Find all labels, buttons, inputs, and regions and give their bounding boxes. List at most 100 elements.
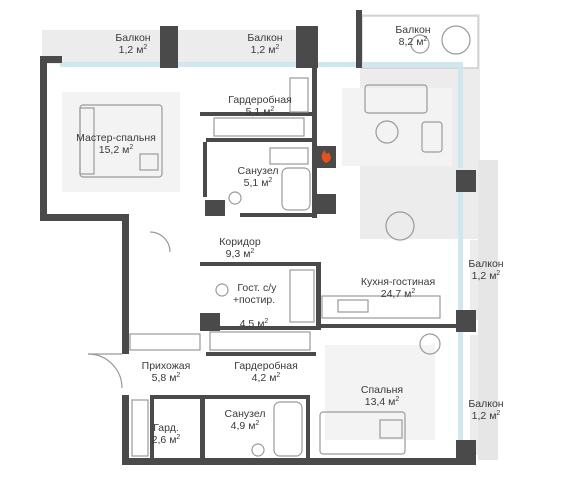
wardrobe-2-rail xyxy=(209,331,311,351)
label-balcony-4: Балкон 1,2 м2 xyxy=(468,258,503,282)
wall-outer-south xyxy=(122,458,472,465)
wall-outer-southwest xyxy=(40,214,122,221)
dining-table xyxy=(385,211,415,241)
room-name: Прихожая xyxy=(141,360,191,372)
room-area: 8,2 м2 xyxy=(398,36,428,48)
room-name: Балкон xyxy=(247,32,283,44)
room-name: Гард. xyxy=(153,422,179,434)
wall-guest-wc-right xyxy=(316,262,321,328)
room-area: 4,9 м2 xyxy=(230,420,260,432)
washbasin-2 xyxy=(251,443,265,457)
window-north-3 xyxy=(318,62,463,67)
kitchen-island xyxy=(337,299,369,313)
label-balcony-5: Балкон 1,2 м2 xyxy=(468,398,503,422)
room-area: 5,1 м2 xyxy=(243,177,273,189)
wall-bedroom-top xyxy=(320,324,458,328)
corridor-door-swing xyxy=(149,231,171,253)
window-east-3 xyxy=(458,330,463,460)
fireplace xyxy=(316,146,336,168)
label-bathroom-2: Санузел 4,9 м2 xyxy=(225,408,266,432)
wardrobe-1-shelf xyxy=(289,77,309,113)
wall-wardrobe-1-top xyxy=(200,112,312,116)
guest-wc-toilet xyxy=(215,283,229,297)
bedroom-nightstand xyxy=(379,419,403,439)
room-area: 5,1 м2 xyxy=(245,106,275,118)
guest-wc-shower xyxy=(289,269,315,323)
room-name: Гардеробная xyxy=(228,94,292,106)
window-east-2 xyxy=(458,190,463,310)
room-area: 4,5 м2 xyxy=(239,318,269,330)
label-wardrobe-small: Гард. 2,6 м2 xyxy=(152,422,181,446)
room-area: 9,3 м2 xyxy=(225,248,255,260)
room-area: 24,7 м2 xyxy=(380,288,416,300)
room-area: 2,6 м2 xyxy=(151,434,181,446)
room-name: Мастер-спальня xyxy=(76,132,156,144)
wall-guest-wc-bottom xyxy=(200,326,321,330)
label-balcony-2: Балкон 1,2 м2 xyxy=(247,32,282,56)
column-1 xyxy=(205,200,225,216)
wall-bath-2-left xyxy=(200,398,205,460)
wall-outer-west-low xyxy=(122,395,129,465)
bedroom-bed xyxy=(319,411,406,455)
coffee-table xyxy=(375,120,399,144)
wall-pier-2 xyxy=(296,26,318,68)
wall-guest-wc-top xyxy=(200,262,318,266)
hallway-cabinet xyxy=(129,333,201,351)
window-north-1 xyxy=(60,62,160,67)
rug-master xyxy=(62,92,180,192)
column-2 xyxy=(316,194,336,214)
wall-small-wardrobe xyxy=(150,395,154,460)
window-east-1 xyxy=(458,68,463,168)
wall-bath-1-bottom xyxy=(240,213,316,217)
window-north-2 xyxy=(178,62,296,67)
label-guest-wc: Гост. с/у +постир. 4,5 м2 xyxy=(232,270,277,342)
balcony-3-outside xyxy=(361,15,479,69)
label-hallway: Прихожая 5,8 м2 xyxy=(142,360,191,384)
label-balcony-1: Балкон 1,2 м2 xyxy=(115,32,150,56)
room-name: Гост. с/у +постир. xyxy=(232,282,277,306)
room-area: 5,8 м2 xyxy=(151,372,181,384)
kitchen-counter xyxy=(321,295,441,319)
bedroom-lamp xyxy=(419,333,441,355)
label-bathroom-1: Санузел 5,1 м2 xyxy=(238,165,279,189)
balcony-table xyxy=(441,25,471,55)
armchair xyxy=(421,121,443,153)
windows xyxy=(60,62,463,460)
room-area: 1,2 м2 xyxy=(250,44,280,56)
balcony-chair xyxy=(410,34,430,54)
balcony-2-floor xyxy=(178,30,300,64)
wall-outer-west-top xyxy=(40,56,47,221)
room-name: Санузел xyxy=(224,408,266,420)
wall-outer-west-mid xyxy=(122,214,129,354)
wall-east-pier-3 xyxy=(456,440,476,465)
entry-door-swing xyxy=(87,353,123,389)
room-name: Гардеробная xyxy=(234,360,298,372)
wall-wardrobe-1-bottom xyxy=(206,138,312,142)
room-name: Балкон xyxy=(115,32,151,44)
room-area: 1,2 м2 xyxy=(471,270,501,282)
wall-bath-2-right xyxy=(306,395,310,460)
room-name: Коридор xyxy=(219,236,261,248)
master-nightstand xyxy=(139,153,159,171)
wall-outer-north-left xyxy=(40,56,62,63)
sofa xyxy=(364,84,428,114)
washbasin-1 xyxy=(228,191,242,205)
room-area: 1,2 м2 xyxy=(471,410,501,422)
wardrobe-1-rail xyxy=(213,117,305,137)
room-area: 13,4 м2 xyxy=(364,396,400,408)
label-balcony-3: Балкон 8,2 м2 xyxy=(395,24,430,48)
bathtub-2 xyxy=(273,401,303,457)
wall-wardrobe-2-bottom xyxy=(206,352,316,356)
wall-bath-2-top xyxy=(150,395,310,399)
label-wardrobe-1: Гардеробная 5,1 м2 xyxy=(228,94,292,118)
room-name: Балкон xyxy=(395,24,431,36)
label-master-bedroom: Мастер-спальня 15,2 м2 xyxy=(76,132,156,156)
label-corridor: Коридор 9,3 м2 xyxy=(219,236,260,260)
room-area: 1,2 м2 xyxy=(118,44,148,56)
room-name: Спальня xyxy=(360,384,404,396)
room-area: 4,2 м2 xyxy=(251,372,281,384)
room-name: Санузел xyxy=(237,165,279,177)
wall-east-pier-2 xyxy=(456,310,476,332)
fire-icon xyxy=(321,150,331,163)
